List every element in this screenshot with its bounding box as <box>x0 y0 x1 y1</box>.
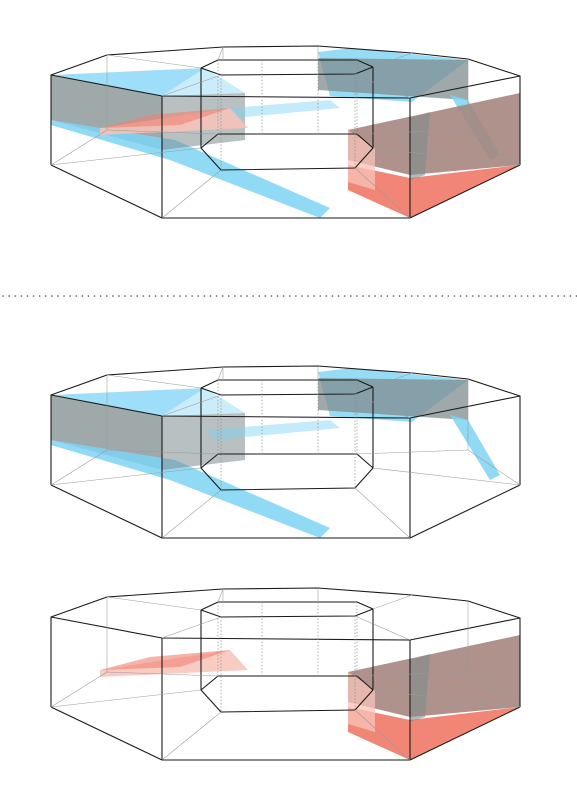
panel-blue-only <box>50 365 521 539</box>
red-surface <box>100 635 520 760</box>
blue-surface <box>51 368 500 538</box>
panel-combined <box>50 45 521 219</box>
panel-red-only <box>50 587 521 761</box>
